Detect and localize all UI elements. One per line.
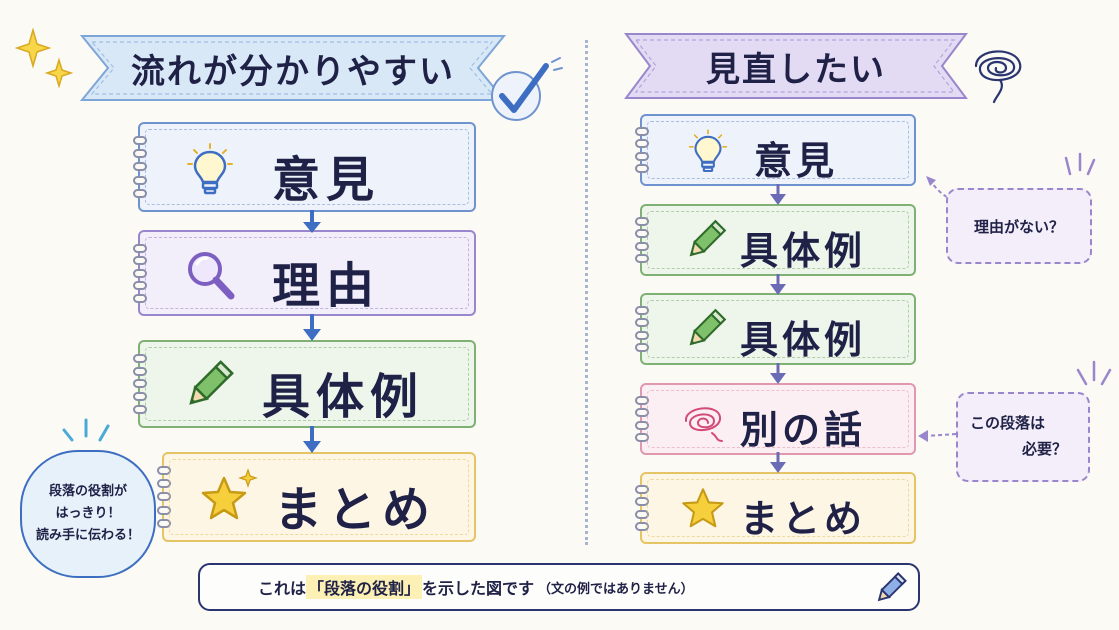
right-title-banner: 見直したい <box>622 30 970 102</box>
pencil-icon <box>180 358 236 414</box>
pencil-icon <box>682 218 728 264</box>
right-bubble-no-reason-text: 理由がない？ <box>973 217 1064 236</box>
right-bubble-needed-line-2: 必要？ <box>1022 440 1068 458</box>
right-card-example-1: 具体例 <box>635 204 916 276</box>
pencil-icon <box>682 307 728 353</box>
footer-text-post: を示した図です <box>422 579 535 598</box>
right-card-summary: まとめ <box>635 472 916 544</box>
arrow-down-icon <box>303 426 321 453</box>
footer-caption: これは 「段落の役割」 を示した図です （文の例ではありません） <box>198 563 920 611</box>
burst-lines-icon <box>62 418 110 442</box>
lightbulb-icon <box>688 126 728 176</box>
star-icon <box>680 486 726 532</box>
footer-text-note: （文の例ではありません） <box>538 581 694 597</box>
left-note-bubble: 段落の役割が はっきり！ 読み手に伝わる！ <box>20 450 156 578</box>
left-card-reason: 理由 <box>133 230 476 316</box>
arrow-down-icon <box>770 184 786 205</box>
burst-lines-icon <box>1076 360 1112 386</box>
right-bubble-needed: この段落は 必要？ <box>956 392 1090 482</box>
burst-lines-icon <box>1064 152 1096 176</box>
arrow-down-icon <box>770 274 786 295</box>
magnifier-icon <box>184 248 236 302</box>
left-card-example: 具体例 <box>133 340 476 428</box>
arrow-down-icon <box>770 452 786 473</box>
right-card-opinion: 意見 <box>635 114 916 186</box>
sparkle-icon <box>15 28 74 89</box>
right-bubble-needed-line-1: この段落は <box>970 414 1046 432</box>
scribble-icon <box>974 50 1022 104</box>
scribble-icon <box>678 397 728 445</box>
star-icon <box>196 468 260 528</box>
right-card-example-1-label: 具体例 <box>740 229 867 273</box>
right-card-summary-label: まとめ <box>740 497 867 541</box>
arrow-down-icon <box>770 363 786 384</box>
arrow-down-icon <box>303 210 321 233</box>
checkmark-icon <box>491 57 563 121</box>
right-card-example-2-label: 具体例 <box>740 318 867 362</box>
right-title: 見直したい <box>706 49 886 90</box>
dashed-arrow-icon <box>918 430 956 442</box>
left-note-line-2: はっきり！ <box>55 506 121 521</box>
left-card-reason-label: 理由 <box>272 258 381 314</box>
arrow-down-icon <box>303 314 321 341</box>
right-card-opinion-label: 意見 <box>754 139 839 183</box>
left-title: 流れが分かりやすい <box>131 51 455 92</box>
left-card-example-label: 具体例 <box>262 369 425 425</box>
footer-text-highlight: 「段落の役割」 <box>306 575 423 599</box>
left-title-banner: 流れが分かりやすい <box>78 32 508 104</box>
footer-text-pre: これは <box>258 579 307 598</box>
lightbulb-icon <box>186 142 234 196</box>
left-card-summary: まとめ <box>157 452 476 542</box>
left-card-summary-label: まとめ <box>274 482 437 538</box>
right-card-other-topic-label: 別の話 <box>740 408 867 452</box>
pencil-icon <box>877 572 907 602</box>
left-note-line-3: 読み手に伝わる！ <box>35 528 140 543</box>
center-divider <box>585 40 588 545</box>
right-card-other-topic: 別の話 <box>635 383 916 455</box>
left-note-line-1: 段落の役割が <box>48 484 127 499</box>
right-card-example-2: 具体例 <box>635 293 916 365</box>
right-bubble-no-reason: 理由がない？ <box>946 188 1092 264</box>
left-card-opinion-label: 意見 <box>272 152 381 208</box>
left-card-opinion: 意見 <box>133 122 476 212</box>
